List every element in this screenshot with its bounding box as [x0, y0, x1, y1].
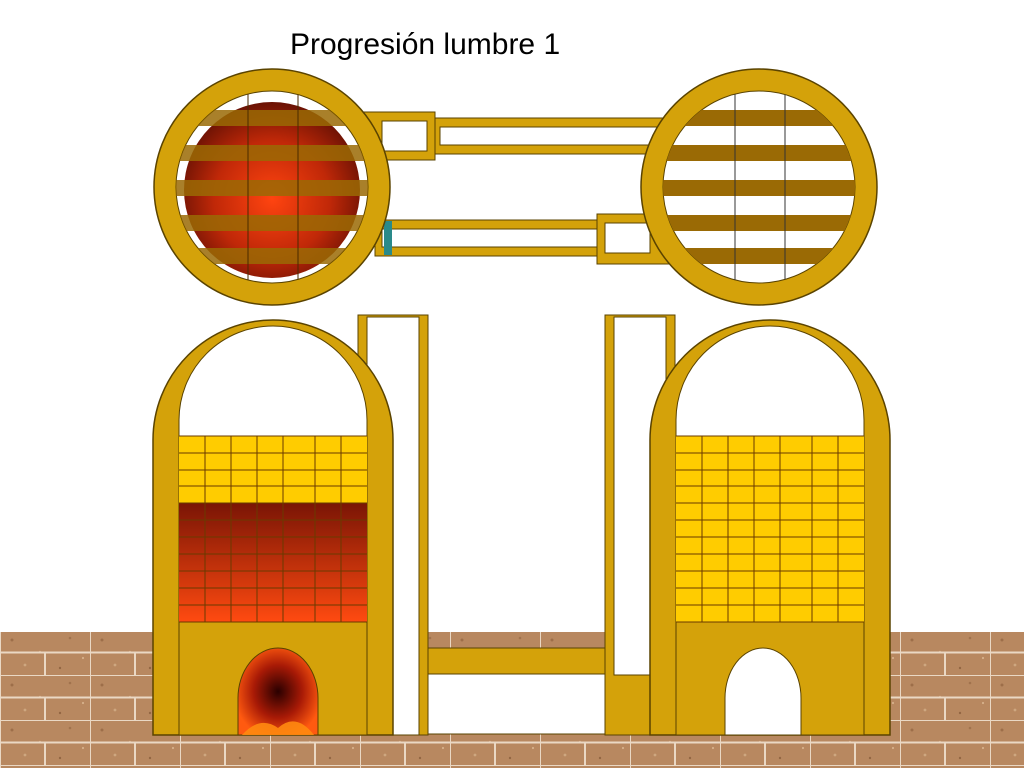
damper-marker	[384, 221, 392, 255]
section-view	[152, 314, 891, 736]
left-firebox-flame	[237, 647, 319, 736]
top-left-slats	[176, 91, 368, 283]
left-brick-grid	[179, 435, 367, 623]
lower-duct	[374, 213, 673, 265]
top-view	[153, 68, 878, 306]
left-hot-bricks	[179, 503, 367, 622]
left-kiln-section	[152, 319, 394, 736]
right-cool-bricks	[676, 436, 864, 622]
top-right-kiln	[640, 68, 878, 306]
top-right-slats	[663, 91, 855, 283]
top-left-kiln	[153, 68, 391, 306]
diagram-title: Progresión lumbre 1	[290, 28, 561, 61]
right-kiln-section	[649, 319, 891, 736]
right-firebox-opening	[724, 647, 802, 736]
upper-duct	[359, 111, 666, 161]
right-brick-grid	[676, 435, 864, 623]
